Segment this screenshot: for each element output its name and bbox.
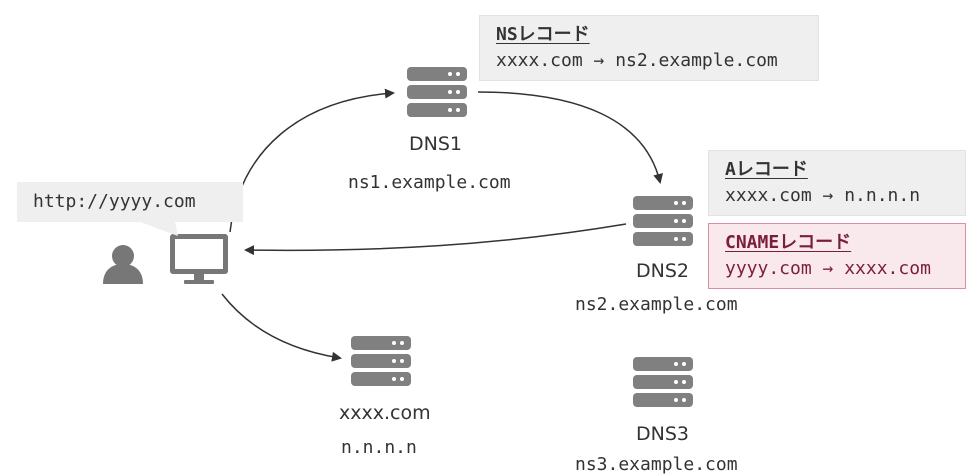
dns2-host: ns2.example.com	[575, 294, 738, 315]
a-record-title: Aレコード	[725, 159, 808, 180]
arrow-dns1-to-dns2	[477, 91, 663, 184]
arrow-pc-to-web	[221, 293, 342, 362]
arrow-dns2-to-pc	[244, 223, 627, 256]
dns3-server-icon	[633, 357, 693, 407]
a-record-value: xxxx.com → n.n.n.n	[725, 185, 921, 206]
dns3-host: ns3.example.com	[575, 454, 738, 475]
dns2-name: DNS2	[636, 260, 689, 282]
ns-record-value: xxxx.com → ns2.example.com	[496, 50, 778, 71]
dns1-name: DNS1	[409, 133, 462, 155]
dns2-server-icon	[633, 196, 693, 246]
url-bubble: http://yyyy.com	[17, 182, 243, 222]
web-server-icon	[351, 336, 411, 386]
dns1-server-icon	[407, 67, 467, 117]
a-record-box: Aレコード xxxx.com → n.n.n.n	[708, 150, 966, 216]
cname-record-box: CNAMEレコード yyyy.com → xxxx.com	[708, 223, 966, 289]
web-server-host: n.n.n.n	[341, 437, 417, 458]
url-bubble-tail	[140, 222, 178, 236]
dns3-name: DNS3	[636, 423, 689, 445]
dns1-host: ns1.example.com	[348, 172, 511, 193]
user-icon	[103, 245, 143, 284]
cname-record-title: CNAMEレコード	[725, 232, 852, 253]
monitor-icon	[170, 234, 228, 284]
ns-record-title: NSレコード	[496, 24, 590, 45]
cname-record-value: yyyy.com → xxxx.com	[725, 258, 931, 279]
url-bubble-text: http://yyyy.com	[33, 191, 196, 212]
ns-record-box: NSレコード xxxx.com → ns2.example.com	[479, 15, 819, 81]
arrow-pc-to-dns1	[229, 88, 395, 233]
web-server-name: xxxx.com	[339, 402, 431, 424]
